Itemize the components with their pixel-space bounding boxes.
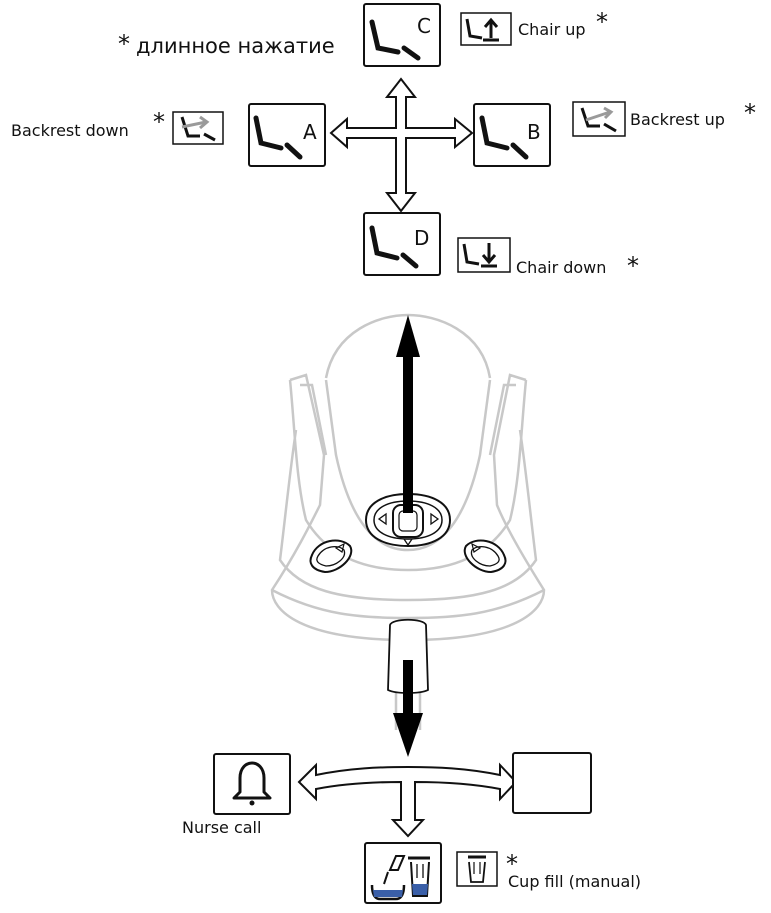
backrest-down-star: * bbox=[153, 108, 165, 136]
chair-down-icon bbox=[457, 237, 511, 273]
bell-icon bbox=[232, 761, 272, 800]
chair-a-icon bbox=[253, 115, 303, 160]
joystick-direction-arrow bbox=[393, 315, 423, 757]
position-b-label: B bbox=[527, 120, 541, 144]
empty-function-button[interactable] bbox=[512, 752, 592, 814]
joystick[interactable] bbox=[364, 492, 452, 548]
chair-down-star: * bbox=[627, 252, 639, 280]
position-d-label: D bbox=[414, 226, 430, 250]
nurse-call-label: Nurse call bbox=[182, 818, 262, 837]
backrest-up-star: * bbox=[744, 99, 756, 127]
left-foot-button[interactable] bbox=[309, 539, 353, 574]
foot-pedal[interactable] bbox=[387, 618, 429, 694]
chair-b-icon bbox=[479, 115, 529, 160]
position-a-label: A bbox=[303, 120, 317, 144]
nurse-call-button[interactable] bbox=[213, 753, 291, 815]
rinse-button[interactable] bbox=[364, 842, 442, 904]
backrest-up-icon bbox=[572, 101, 626, 137]
cross-arrow bbox=[329, 77, 474, 213]
position-button-a[interactable] bbox=[248, 103, 326, 167]
chair-c-icon bbox=[369, 19, 421, 61]
chair-up-icon bbox=[460, 12, 512, 46]
position-button-c[interactable] bbox=[363, 3, 441, 67]
chair-up-star: * bbox=[596, 8, 608, 36]
backrest-down-icon bbox=[172, 111, 224, 145]
chair-up-label: Chair up bbox=[518, 20, 586, 39]
rinse-icon bbox=[370, 855, 430, 901]
backrest-down-label: Backrest down bbox=[11, 121, 129, 140]
backrest-up-label: Backrest up bbox=[630, 110, 725, 129]
position-button-d[interactable] bbox=[363, 212, 441, 276]
long-press-label: длинное нажатие bbox=[136, 34, 335, 58]
right-foot-button[interactable] bbox=[463, 539, 507, 574]
chair-down-label: Chair down bbox=[516, 258, 607, 277]
pedal-direction-arrow bbox=[297, 762, 518, 838]
long-press-marker: * bbox=[118, 30, 130, 58]
cup-fill-icon bbox=[456, 851, 498, 887]
cup-fill-star: * bbox=[506, 850, 518, 878]
position-c-label: C bbox=[417, 14, 431, 38]
cup-fill-label: Cup fill (manual) bbox=[508, 872, 642, 891]
position-button-b[interactable] bbox=[473, 103, 551, 167]
chair-d-icon bbox=[369, 225, 419, 269]
